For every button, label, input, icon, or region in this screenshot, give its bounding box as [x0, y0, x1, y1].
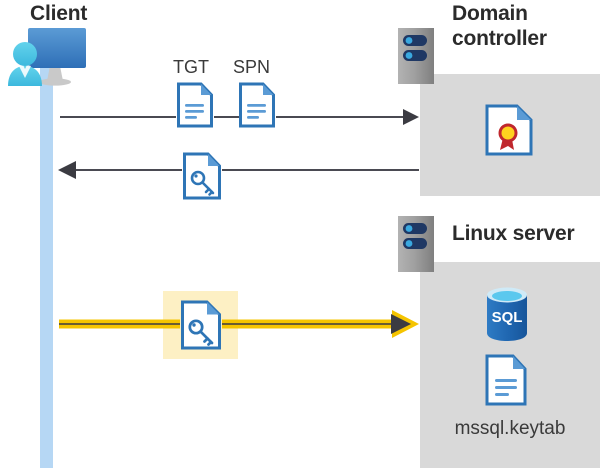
flow-request [60, 109, 419, 125]
certificate-document-icon [484, 104, 534, 156]
spn-document-icon [238, 82, 276, 128]
keytab-ticket-key-document-icon [180, 300, 222, 350]
client-user-monitor-icon [4, 24, 92, 90]
tgt-label: TGT [173, 57, 209, 77]
flow-response [58, 161, 419, 179]
linux-server-title: Linux server [452, 222, 575, 245]
keytab-document-icon [484, 354, 528, 406]
flow-authenticate [59, 310, 419, 338]
sql-label: SQL [492, 309, 523, 326]
domain-controller-server-rack-icon [398, 28, 434, 84]
client-title: Client [30, 2, 88, 25]
client-lifeline [40, 62, 53, 468]
tgt-document-icon [176, 82, 214, 128]
linux-server-rack-icon [398, 216, 434, 272]
domain-controller-title: Domain controller [452, 2, 547, 50]
service-ticket-key-document-icon [182, 152, 222, 200]
spn-label: SPN [233, 57, 271, 77]
sql-database-icon: SQL [482, 286, 532, 342]
keytab-file-label: mssql.keytab [454, 418, 566, 439]
